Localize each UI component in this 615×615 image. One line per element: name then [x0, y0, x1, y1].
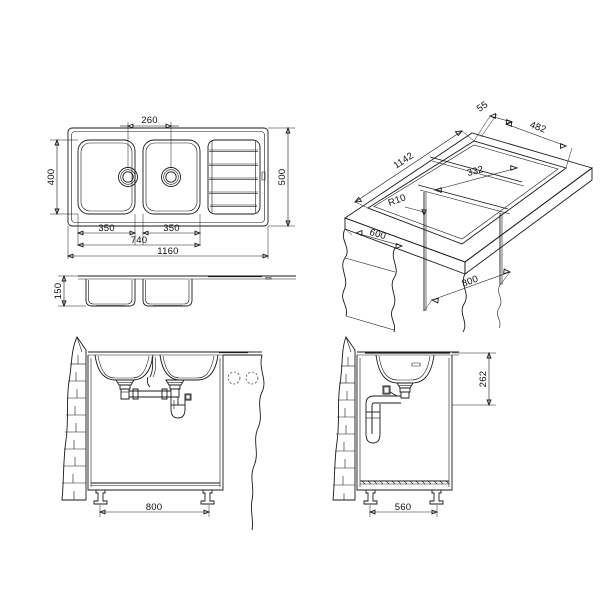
cabinet-edge-b: [345, 315, 395, 331]
side-bowl-mark: [411, 362, 421, 367]
front-crossbar-pipe: [129, 388, 171, 400]
drainer-grooves: [209, 141, 258, 213]
dim-label-560: 560: [395, 502, 412, 513]
plan-view: 260 400 500 350: [46, 115, 295, 259]
dim-overall-width: 1160: [66, 226, 270, 259]
dim-bowl-height: 150: [53, 274, 86, 308]
dim-label-482: 482: [528, 120, 547, 136]
cutout-divider-b: [419, 189, 511, 215]
side-trap-pipe: [365, 385, 401, 444]
section-view: 150: [53, 274, 296, 308]
cabinet-break-mid: [391, 247, 397, 333]
dim-bowl-widths: 350 350: [76, 214, 202, 245]
dim-label-260: 260: [141, 115, 158, 126]
right-panel-break: [497, 284, 502, 329]
dim-overall-depth: 500: [268, 126, 295, 228]
cutout-divider-a: [417, 184, 509, 210]
dim-label-332: 332: [466, 164, 485, 179]
cabinet-edge-a: [344, 257, 396, 273]
dim-edge-margin: 55: [473, 99, 514, 142]
dim-label-150: 150: [53, 283, 64, 300]
left-bowl-inner: [80, 142, 133, 212]
front-break-line: [250, 354, 265, 531]
dim-label-800-front: 800: [146, 502, 163, 513]
isometric-view: 1142 55 482 332: [342, 99, 593, 333]
section-drainer-notch: [265, 277, 272, 280]
section-right-bowl: [142, 279, 193, 307]
wall-top-chamfer: [76, 336, 83, 353]
sink-inner-rim: [71, 131, 265, 223]
right-bowl-inner: [145, 142, 198, 212]
dim-bowls-total: 740: [76, 235, 202, 248]
cabinet-side-base-hatch: [361, 480, 450, 485]
front-right-waste: [165, 379, 185, 398]
cabinet-side-foot-left: [363, 489, 378, 505]
cabinet-side-foot-right: [429, 489, 444, 505]
drainer-outline: [207, 139, 261, 215]
section-left-bowl: [85, 279, 136, 307]
dim-cabinet-front-width: 800: [98, 502, 211, 517]
hidden-penetration-2: [245, 371, 259, 385]
drainer-notch: [261, 171, 266, 181]
section-right-bowl-inner: [145, 280, 190, 305]
cabinet-break-left: [342, 228, 348, 317]
section-left-bowl-inner: [88, 280, 133, 305]
cabinet-body-front: [87, 355, 224, 491]
dim-label-800-iso: 800: [460, 274, 479, 290]
side-bowl-outline: [375, 354, 435, 384]
dim-label-500: 500: [277, 169, 288, 186]
cabinet-foot-left: [93, 489, 108, 505]
cabinet-foot-right: [200, 489, 215, 505]
front-left-bowl: [94, 354, 154, 381]
cabinet-break-right: [461, 273, 467, 333]
cutout-divider-c: [431, 160, 525, 187]
dim-cabinet-side-depth: 560: [368, 502, 439, 517]
front-p-trap: [170, 393, 192, 419]
dim-inner-span: 332: [433, 164, 519, 193]
wall-top-chamfer-side: [345, 336, 352, 353]
dim-label-600: 600: [368, 227, 387, 242]
dim-cabinet-width: 800: [423, 268, 512, 312]
hidden-penetration-1: [227, 371, 241, 385]
dim-bowl-to-trap-height: 262: [452, 351, 496, 407]
wall-profile: [61, 336, 87, 501]
dim-label-1142: 1142: [392, 150, 416, 171]
front-right-bowl-inner: [162, 355, 215, 379]
left-bowl-outline: [77, 139, 136, 215]
dim-label-350-right: 350: [163, 223, 180, 234]
cutout-divider-d: [429, 156, 523, 183]
sink-outer-rim: [67, 127, 269, 227]
front-left-waste: [115, 379, 135, 400]
dim-label-262: 262: [478, 371, 489, 388]
dim-label-740: 740: [131, 235, 148, 246]
dim-bowl-spacing: 260: [120, 115, 179, 168]
dim-label-400: 400: [46, 169, 57, 186]
side-bowl-inner: [378, 355, 431, 381]
wall-profile-side: [332, 336, 356, 501]
worktop-right-edge: [464, 167, 593, 275]
dim-cutout-width: 482: [504, 120, 573, 169]
dim-label-350-left: 350: [98, 223, 115, 234]
front-right-bowl: [159, 354, 219, 381]
cabinet-body-side: [356, 355, 453, 491]
right-bowl-outline: [142, 139, 201, 215]
dim-bowl-depth: 400: [46, 138, 78, 216]
wall-brick-hatch: [62, 355, 86, 500]
front-elevation-view: 800: [61, 336, 265, 531]
front-left-bowl-inner: [97, 355, 150, 379]
dim-label-55: 55: [475, 99, 490, 114]
wall-brick-hatch-side: [333, 357, 355, 500]
cutout-inner: [373, 144, 559, 240]
side-elevation-view: 262 560: [332, 336, 496, 517]
dim-label-1160: 1160: [157, 246, 178, 257]
front-overflow-pipe: [146, 356, 156, 388]
dim-worktop-depth: 600: [344, 227, 404, 250]
right-waste-outlet: [161, 167, 181, 187]
